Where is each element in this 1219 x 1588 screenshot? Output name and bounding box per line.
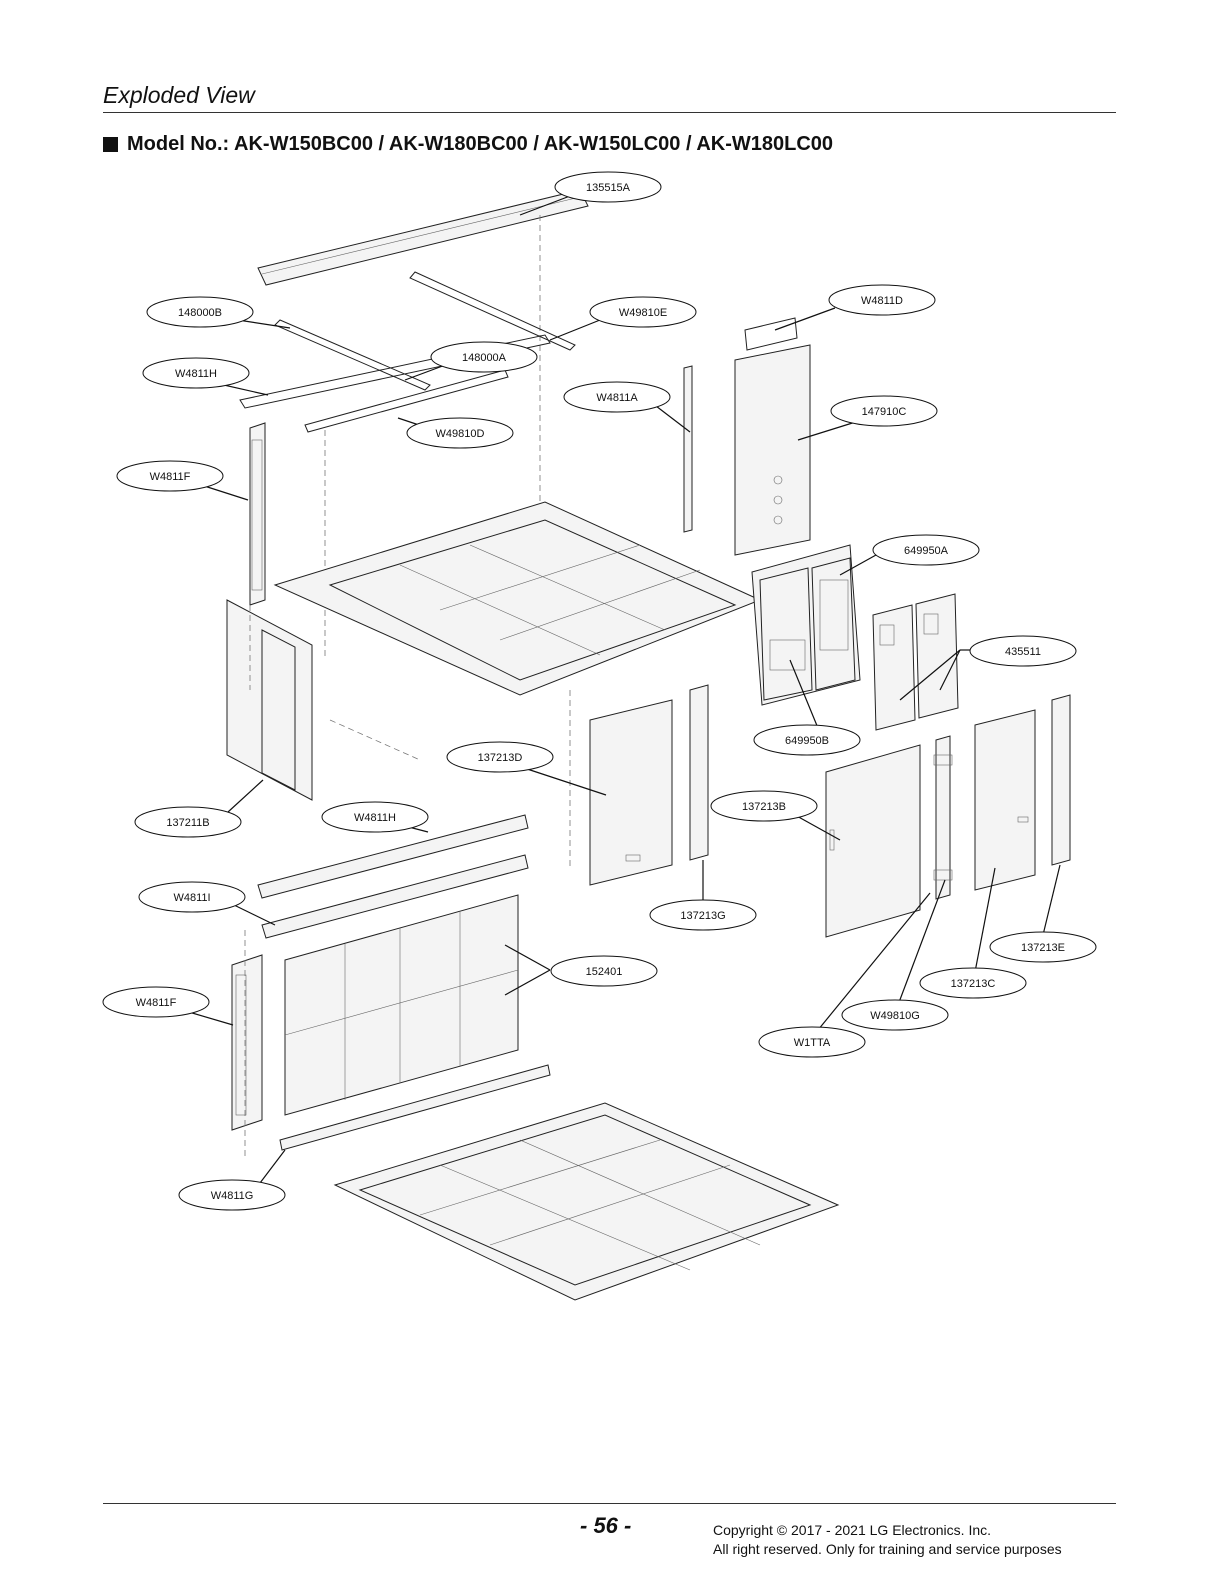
copyright-line-1: Copyright © 2017 - 2021 LG Electronics. … [713, 1522, 992, 1538]
callout-label: 649950B [785, 735, 829, 747]
callout-W4811I: W4811I [138, 881, 246, 913]
footer-divider [103, 1503, 1116, 1504]
callout-137213C: 137213C [919, 967, 1027, 999]
left-side-panel-part [226, 599, 313, 801]
copyright-line-2: All right reserved. Only for training an… [713, 1541, 1062, 1557]
callout-137213D: 137213D [446, 741, 554, 773]
right-post-part [683, 365, 693, 533]
callout-label: W49810G [870, 1010, 920, 1022]
parts-drawing [226, 189, 1071, 1301]
callout-label: 137213G [680, 910, 725, 922]
page-number: - 56 - [580, 1513, 632, 1538]
callout-152401: 152401 [550, 955, 658, 987]
leader-lines [181, 195, 1061, 1184]
callout-148000A: 148000A [430, 341, 538, 373]
hinge-post-part [933, 735, 953, 900]
callout-W4811H-lower: W4811H [321, 801, 429, 833]
callout-label: 137213D [478, 752, 523, 764]
callout-435511: 435511 [969, 635, 1077, 667]
back-panel-part [734, 317, 811, 556]
callout-label: W4811I [173, 892, 210, 904]
callout-label: W49810D [436, 428, 485, 440]
model-number-heading: Model No.: AK-W150BC00 / AK-W180BC00 / A… [103, 133, 833, 156]
control-box-part [751, 544, 861, 706]
callout-148000B: 148000B [146, 296, 254, 328]
callout-label: W4811F [150, 471, 191, 483]
callout-137211B: 137211B [134, 806, 242, 838]
callout-label: W4811G [211, 1190, 254, 1202]
base-frame-part [333, 1102, 840, 1301]
callout-label: 649950A [904, 545, 949, 557]
panel-137213D-part [589, 699, 673, 886]
rear-post-part [249, 422, 266, 606]
callout-label: W4811H [175, 368, 217, 380]
callout-137213B: 137213B [710, 790, 818, 822]
callout-label: 147910C [862, 406, 907, 418]
callout-649950B: 649950B [753, 724, 861, 756]
lower-rails-part [257, 814, 529, 939]
callout-W4811F-lower: W4811F [102, 986, 210, 1018]
callout-label: 152401 [586, 966, 623, 978]
callout-label: W1TTA [794, 1037, 831, 1049]
callout-137213G: 137213G [649, 899, 757, 931]
header-divider [103, 112, 1116, 113]
copyright-notice: Copyright © 2017 - 2021 LG Electronics. … [713, 1521, 1062, 1559]
front-door-part [825, 744, 921, 938]
callout-137213E: 137213E [989, 931, 1097, 963]
callout-label: 137213B [742, 801, 786, 813]
callout-W4811H-upper: W4811H [142, 357, 250, 389]
callout-135515A: 135515A [554, 171, 662, 203]
callout-label: W4811H [354, 812, 396, 824]
callout-W49810G: W49810G [841, 999, 949, 1031]
control-box-doors-part [872, 593, 959, 731]
callout-label: 135515A [586, 182, 631, 194]
callout-147910C: 147910C [830, 395, 938, 427]
callout-label: W4811A [596, 392, 638, 404]
callout-label: 148000B [178, 307, 222, 319]
callout-label: 435511 [1005, 646, 1041, 658]
callout-W4811D: W4811D [828, 284, 936, 316]
callout-W4811F-upper: W4811F [116, 460, 224, 492]
callout-label: W4811F [136, 997, 177, 1009]
callout-649950A: 649950A [872, 534, 980, 566]
callout-label: 137213E [1021, 942, 1065, 954]
model-number-text: Model No.: AK-W150BC00 / AK-W180BC00 / A… [127, 133, 834, 155]
callout-label: 137211B [166, 817, 209, 829]
callout-label: 137213C [951, 978, 996, 990]
section-title: Exploded View [103, 82, 255, 108]
post-137213E-part [1051, 694, 1071, 866]
callout-W1TTA: W1TTA [758, 1026, 866, 1058]
callout-label: W49810E [619, 307, 667, 319]
heat-exchanger-part [284, 894, 519, 1116]
door-137213C-part [974, 709, 1036, 891]
post-137213G-part [689, 684, 709, 861]
bullet-square-icon [103, 137, 118, 152]
front-post-part [231, 954, 263, 1131]
callout-W4811A: W4811A [563, 381, 671, 413]
bottom-rail-part [279, 1064, 551, 1151]
callout-label: W4811D [861, 295, 903, 307]
callout-W4811G: W4811G [178, 1179, 286, 1211]
callout-W49810E: W49810E [589, 296, 697, 328]
callout-label: 148000A [462, 352, 507, 364]
callout-W49810D: W49810D [406, 417, 514, 449]
